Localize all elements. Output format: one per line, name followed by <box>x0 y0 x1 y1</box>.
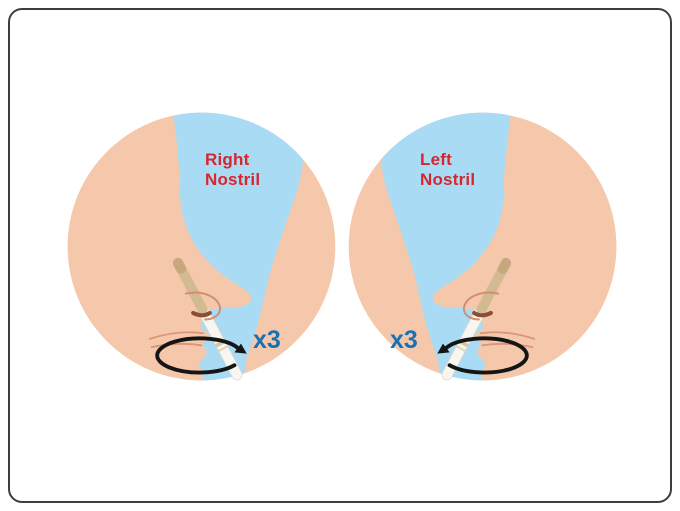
left-nostril-label-line2: Nostril <box>420 170 476 189</box>
right-nostril-illustration <box>63 108 340 385</box>
right-nostril-label-line1: Right <box>205 150 250 169</box>
left-nostril-illustration <box>344 108 621 385</box>
rotation-count-right: x3 <box>253 326 281 354</box>
rotation-count-left: x3 <box>390 326 418 354</box>
left-nostril-label-line1: Left <box>420 150 452 169</box>
left-nostril-label: Left Nostril <box>420 150 475 190</box>
right-nostril-label: Right Nostril <box>205 150 260 190</box>
panel-right-nostril: Right Nostril x3 <box>63 108 340 385</box>
panel-left-nostril: Left Nostril x3 <box>344 108 621 385</box>
right-nostril-label-line2: Nostril <box>205 170 261 189</box>
